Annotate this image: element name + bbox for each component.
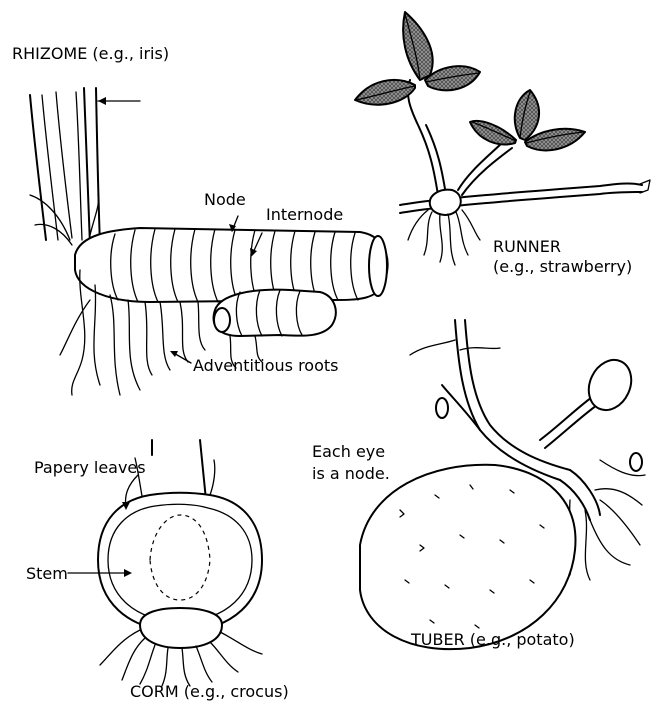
stem-label: Stem <box>26 564 68 583</box>
tuber-title: TUBER (e.g., potato) <box>411 630 575 649</box>
papery-leaves-label: Papery leaves <box>34 458 146 477</box>
internode-label: Internode <box>266 205 343 224</box>
each-eye-label-line1: Each eye <box>312 442 385 461</box>
node-label: Node <box>204 190 246 209</box>
runner-title: RUNNER <box>493 237 561 256</box>
tuber-illustration <box>360 320 645 649</box>
runner-example: (e.g., strawberry) <box>493 257 632 276</box>
rhizome-illustration <box>30 88 388 395</box>
corm-title: CORM (e.g., crocus) <box>130 682 289 701</box>
each-eye-label-line2: is a node. <box>312 464 390 483</box>
runner-illustration <box>355 12 650 265</box>
rhizome-title: RHIZOME (e.g., iris) <box>12 44 169 63</box>
adventitious-roots-label: Adventitious roots <box>193 356 338 375</box>
